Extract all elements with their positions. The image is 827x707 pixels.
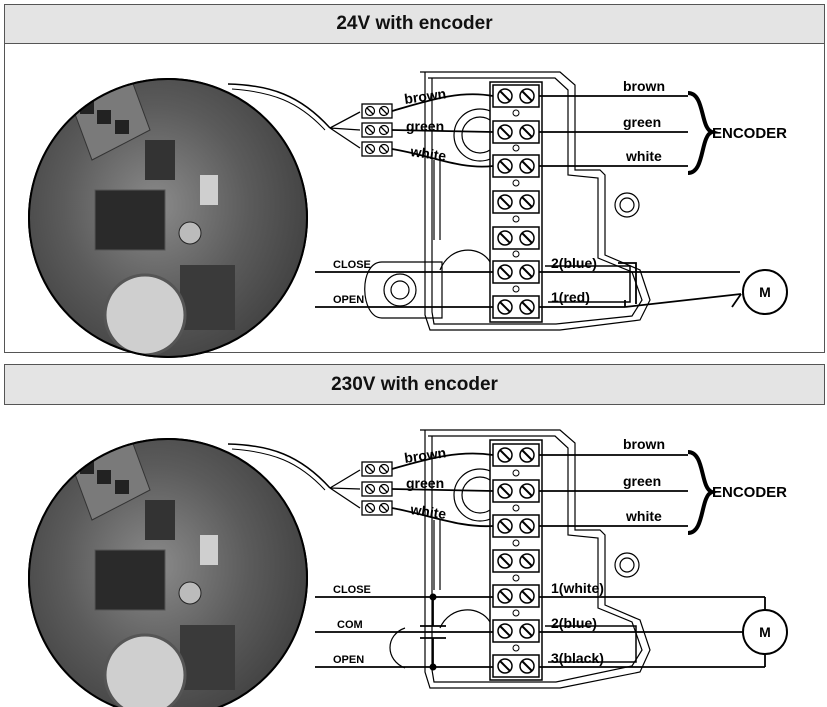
encoder-label-white-230v: white (625, 508, 662, 524)
wire-label-brown-230v: brown (403, 444, 447, 466)
wire-label-white-24v: white (409, 143, 448, 164)
panel-230v-title: 230V with encoder (4, 364, 825, 405)
motor-label-24v: M (759, 284, 771, 300)
terminal-block-24v (489, 81, 543, 323)
pcb-photo-230v (28, 438, 308, 707)
encoder-label-brown-230v: brown (623, 436, 665, 452)
encoder-out-wires-230v (539, 454, 688, 527)
open-label-230v: OPEN (333, 654, 364, 666)
wire-label-brown-24v: brown (403, 85, 447, 107)
encoder-brace-230v (687, 450, 719, 535)
wire-label-green-24v: green (406, 118, 444, 134)
terminal-block-230v (489, 439, 543, 681)
wire-label-green-230v: green (406, 475, 444, 491)
encoder-wires-24v (391, 93, 494, 168)
motor-wires-24v (315, 262, 740, 308)
panel-24v-title: 24V with encoder (5, 5, 824, 44)
encoder-wires-230v (391, 452, 494, 528)
open-label-24v: OPEN (333, 294, 364, 306)
wire-label-white-230v: white (409, 501, 448, 522)
motor-24v (742, 269, 788, 315)
encoder-label-brown-24v: brown (623, 78, 665, 94)
encoder-label-230v: ENCODER (712, 484, 787, 501)
motor-wires-230v (315, 596, 766, 668)
motor-label-230v: M (759, 624, 771, 640)
terminal-2-label-24v: 2(blue) (551, 255, 597, 271)
mini-connector-230v (361, 461, 393, 516)
close-label-24v: CLOSE (333, 259, 371, 271)
terminal-housing-24v (364, 71, 651, 331)
encoder-cable-24v (227, 83, 331, 129)
encoder-out-wires-24v (539, 95, 688, 167)
panel-230v-header-wrap: 230V with encoder (4, 364, 825, 405)
encoder-label-24v: ENCODER (712, 125, 787, 142)
pcb-photo-24v (28, 78, 308, 358)
motor-230v (742, 609, 788, 655)
close-label-230v: CLOSE (333, 584, 371, 596)
encoder-label-white-24v: white (625, 148, 662, 164)
com-label-230v: COM (337, 619, 363, 631)
mini-connector-24v (361, 103, 393, 157)
terminal-3-label-230v: 3(black) (551, 650, 604, 666)
terminal-1-label-24v: 1(red) (551, 289, 590, 305)
encoder-label-green-24v: green (623, 114, 661, 130)
terminal-1-label-230v: 1(white) (551, 580, 604, 596)
terminal-2-label-230v: 2(blue) (551, 615, 597, 631)
encoder-cable-230v (227, 443, 331, 489)
encoder-brace-24v (687, 91, 719, 175)
encoder-label-green-230v: green (623, 473, 661, 489)
